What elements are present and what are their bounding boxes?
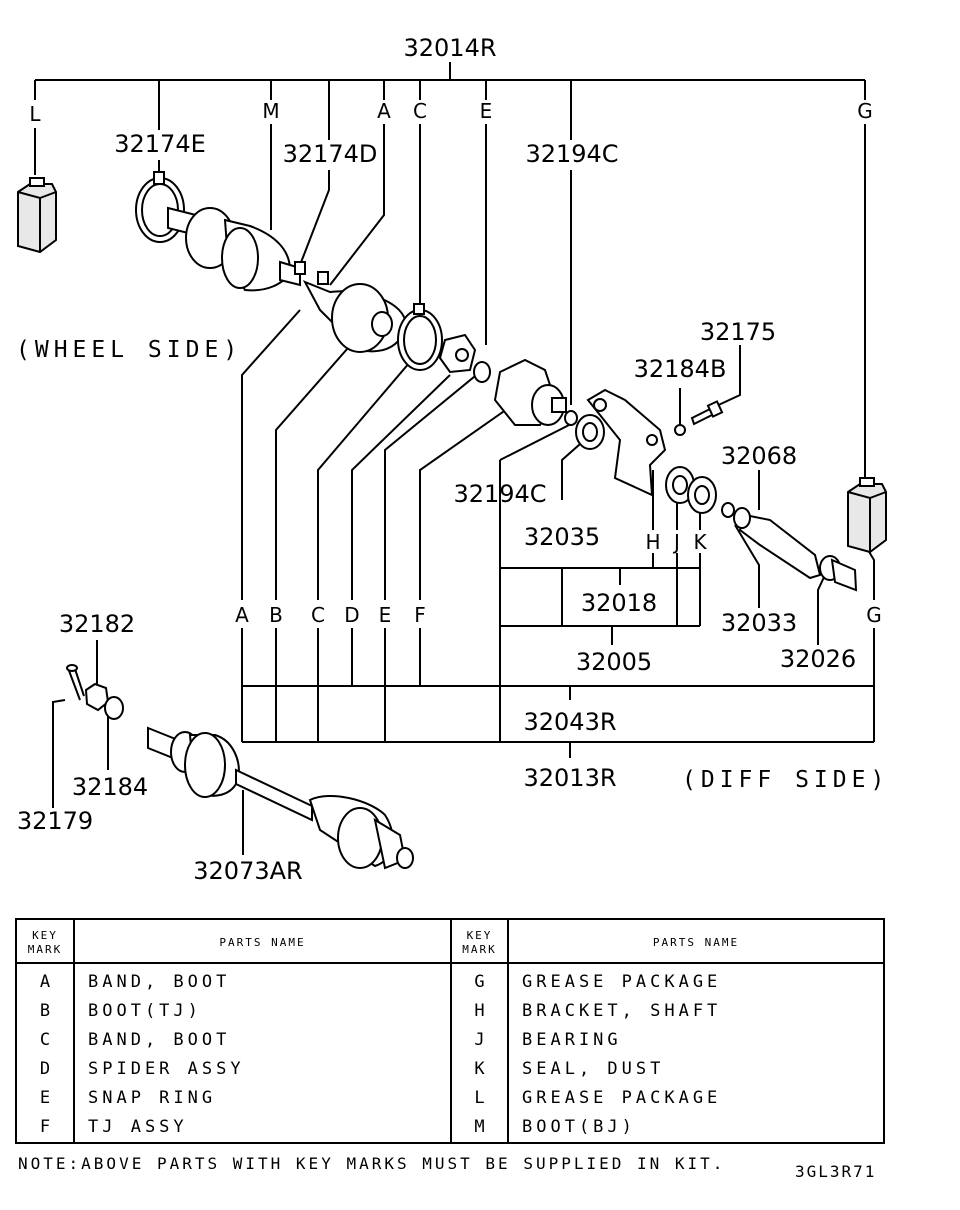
right-row-part-name: SEAL, DUST [522, 1059, 665, 1079]
right-row-key: J [474, 1030, 485, 1050]
right-row-part-name: BRACKET, SHAFT [522, 1001, 722, 1021]
header-key-mark-left: KEY MARK [27, 929, 63, 956]
top-key-mark-L: L [29, 102, 41, 126]
left-row-part-name: BAND, BOOT [88, 1030, 231, 1050]
cotter-pin-32179 [66, 664, 85, 701]
washer-32184 [104, 696, 124, 720]
left-row-key: F [39, 1117, 51, 1137]
label-32174D: 32174D [283, 140, 378, 168]
right-row-key: L [474, 1088, 485, 1108]
left-row-part-name: TJ ASSY [88, 1117, 188, 1137]
grease-package-G [847, 477, 887, 554]
top-key-mark-A: A [377, 99, 391, 123]
part-32026 [819, 555, 858, 592]
label-32184: 32184 [72, 773, 148, 801]
bolt-32175 [690, 400, 724, 426]
label-32184B: 32184B [634, 355, 727, 383]
left-row-part-name: SPIDER ASSY [88, 1059, 245, 1079]
label-32043R: 32043R [523, 708, 616, 736]
right-row-part-name: BOOT(BJ) [522, 1117, 636, 1137]
band-boot-32174E [135, 171, 185, 243]
ring-32035 [575, 414, 605, 450]
label-32014R: 32014R [403, 34, 496, 62]
inner-shaft-32068 [721, 502, 822, 580]
spider-assy-D [438, 333, 477, 374]
label-32033: 32033 [721, 609, 797, 637]
left-row-key: C [39, 1030, 51, 1050]
label-32026: 32026 [780, 645, 856, 673]
right-row-part-name: BEARING [522, 1030, 622, 1050]
exploded-parts-diagram: 32014R 32174E 32174D 32194C 32175 32184B… [16, 34, 889, 885]
label-32068: 32068 [721, 442, 797, 470]
seal-dust-K [687, 476, 717, 514]
bracket-32005-32018 [499, 421, 701, 645]
bottom-key-mark-C: C [311, 603, 325, 627]
bottom-key-mark-F: F [414, 603, 426, 627]
right-row-key: K [474, 1059, 485, 1079]
bracket-shaft-H [586, 388, 667, 497]
right-row-part-name: GREASE PACKAGE [522, 972, 722, 992]
band-boot-C [397, 303, 443, 371]
label-32005: 32005 [576, 648, 652, 676]
left-row-key: A [39, 972, 51, 992]
top-key-mark-E: E [480, 99, 493, 123]
leaders [52, 345, 826, 855]
kit-note: NOTE:ABOVE PARTS WITH KEY MARKS MUST BE … [18, 1154, 726, 1173]
bj-joint-boot [167, 206, 329, 292]
label-32018: 32018 [581, 589, 657, 617]
header-parts-name-right: PARTS NAME [652, 936, 740, 949]
right-row-key: G [474, 972, 485, 992]
left-row-part-name: BAND, BOOT [88, 972, 231, 992]
label-32174E: 32174E [114, 130, 206, 158]
bracket-32043R-32013R [241, 309, 875, 758]
nut-32184B [674, 424, 686, 436]
bottom-key-mark-G: G [866, 603, 882, 627]
label-32179: 32179 [17, 807, 93, 835]
right-row-part-name: GREASE PACKAGE [522, 1088, 722, 1108]
diff-side-label: (DIFF SIDE) [682, 767, 889, 793]
tj-boot [302, 280, 407, 353]
label-32194C-top: 32194C [525, 140, 618, 168]
bottom-key-mark-A: A [235, 603, 249, 627]
left-row-key: E [39, 1088, 51, 1108]
grease-package-L [17, 177, 57, 254]
label-32035: 32035 [524, 523, 600, 551]
header-parts-name-left: PARTS NAME [219, 936, 306, 949]
wheel-side-label: (WHEEL SIDE) [16, 337, 242, 363]
diagram-code: 3GL3R71 [795, 1162, 877, 1181]
label-32194C-mid: 32194C [453, 480, 546, 508]
left-row-key: D [39, 1059, 51, 1079]
right-row-key: H [474, 1001, 485, 1021]
left-row-part-name: BOOT(TJ) [88, 1001, 202, 1021]
bracket-32014R [34, 62, 866, 480]
bottom-key-mark-D: D [344, 603, 359, 627]
bottom-key-mark-E: E [379, 603, 392, 627]
label-32175: 32175 [700, 318, 776, 346]
header-key-mark-right: KEY MARK [462, 929, 497, 956]
key-mark-J: J [672, 530, 680, 554]
top-key-mark-M: M [262, 99, 279, 123]
snap-ring-E [473, 361, 491, 383]
top-key-mark-C: C [413, 99, 427, 123]
left-row-part-name: SNAP RING [88, 1088, 217, 1108]
label-32013R: 32013R [523, 764, 616, 792]
key-mark-H: H [645, 530, 660, 554]
key-mark-K: K [693, 530, 707, 554]
bottom-key-mark-B: B [269, 603, 283, 627]
label-32182: 32182 [59, 610, 135, 638]
parts-table: KEY MARK PARTS NAME KEY MARK PARTS NAME … [15, 918, 885, 1144]
tj-assy-F [493, 358, 578, 426]
top-key-mark-G: G [857, 99, 873, 123]
label-32073AR: 32073AR [193, 857, 302, 885]
drive-shaft-assy-32073AR [147, 726, 414, 870]
right-row-key: M [474, 1117, 485, 1137]
left-row-key: B [39, 1001, 51, 1021]
